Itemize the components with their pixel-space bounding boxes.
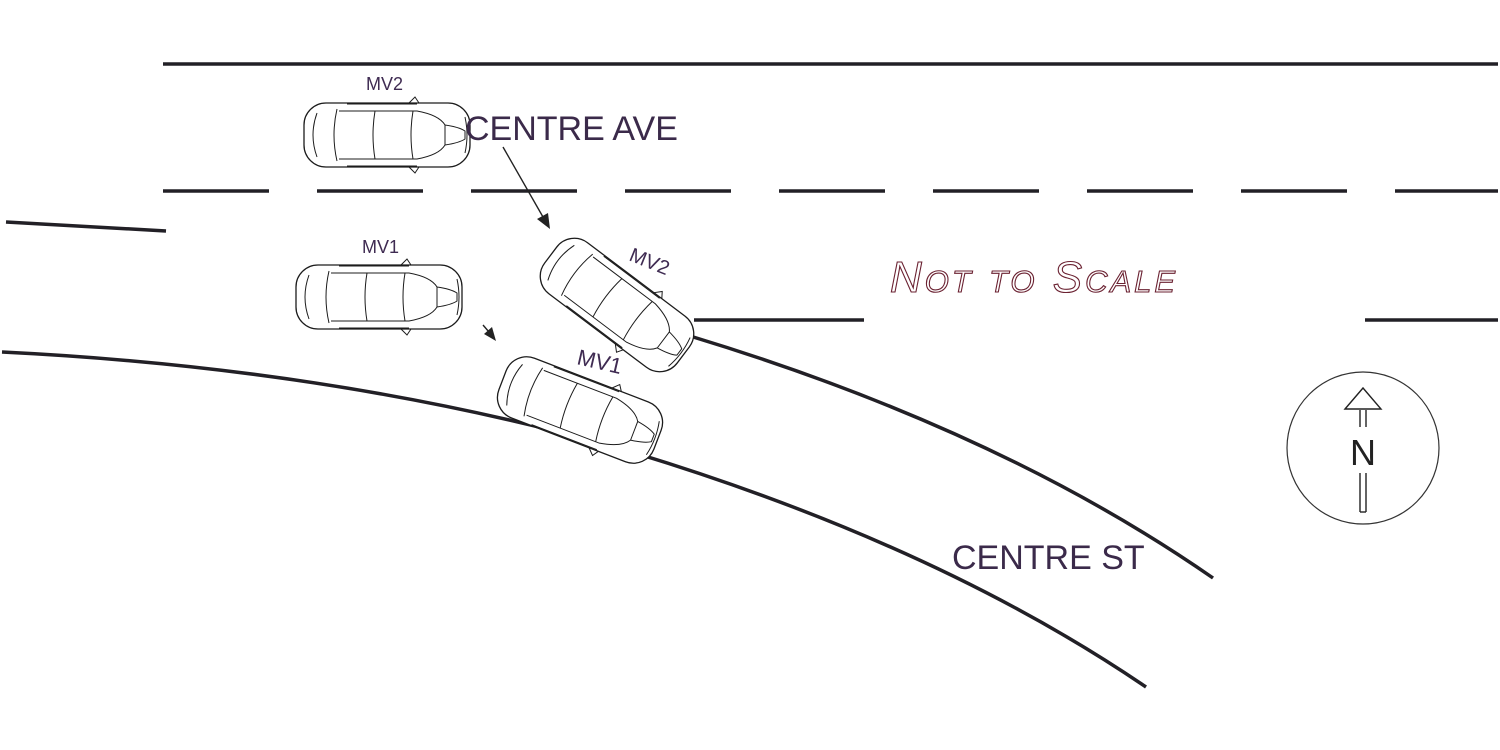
vehicle-mv2-initial: MV2 [303, 74, 471, 174]
mv1-direction-arrow [482, 324, 496, 341]
north-letter: N [1350, 432, 1376, 473]
st-north-curb [689, 334, 1214, 580]
vehicle-label: MV2 [626, 244, 672, 280]
vehicle-label: MV2 [366, 74, 403, 94]
west-road-edge-upper [5, 220, 167, 233]
vehicle-label: MV1 [362, 237, 399, 257]
street-label-centre-ave: CENTRE AVE [465, 110, 678, 148]
not-to-scale-label: Not to Scale [890, 253, 1178, 302]
vehicle-label: MV1 [575, 345, 625, 380]
street-label-centre-st: CENTRE ST [952, 539, 1145, 577]
north-arrow-icon: N [1286, 371, 1440, 525]
vehicle-mv1-initial: MV1 [295, 237, 463, 336]
mv2-direction-arrow [502, 146, 550, 229]
